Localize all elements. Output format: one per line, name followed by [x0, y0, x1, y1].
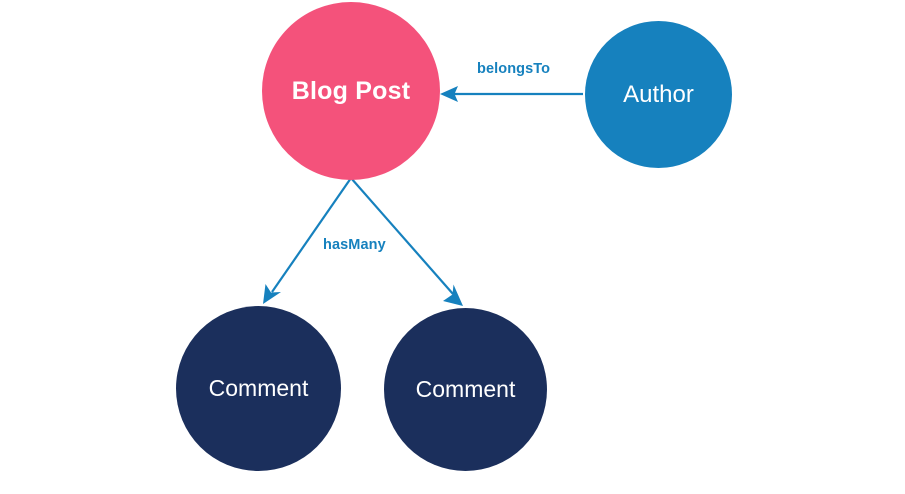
edge-has-many-left: [263, 177, 352, 304]
edge-belongs-to: [440, 86, 583, 102]
edge-has-many-right: [350, 177, 463, 306]
edge-label-has-many: hasMany: [323, 237, 386, 253]
node-author-label: Author: [623, 80, 694, 108]
node-blog-post[interactable]: Blog Post: [262, 2, 440, 180]
node-comment-1[interactable]: Comment: [176, 306, 341, 471]
node-comment-2-label: Comment: [415, 376, 516, 402]
node-author[interactable]: Author: [585, 21, 732, 168]
node-blog-post-label: Blog Post: [291, 76, 411, 105]
edge-has-many-left-arrowhead: [263, 284, 281, 304]
node-comment-2[interactable]: Comment: [384, 308, 547, 471]
edge-has-many-right-line: [350, 177, 454, 295]
edge-has-many-left-line: [271, 177, 352, 293]
edge-has-many-right-arrowhead: [443, 284, 463, 306]
node-comment-1-label: Comment: [208, 375, 309, 401]
edge-label-belongs-to: belongsTo: [477, 61, 551, 77]
edge-belongs-to-arrowhead: [440, 86, 458, 102]
